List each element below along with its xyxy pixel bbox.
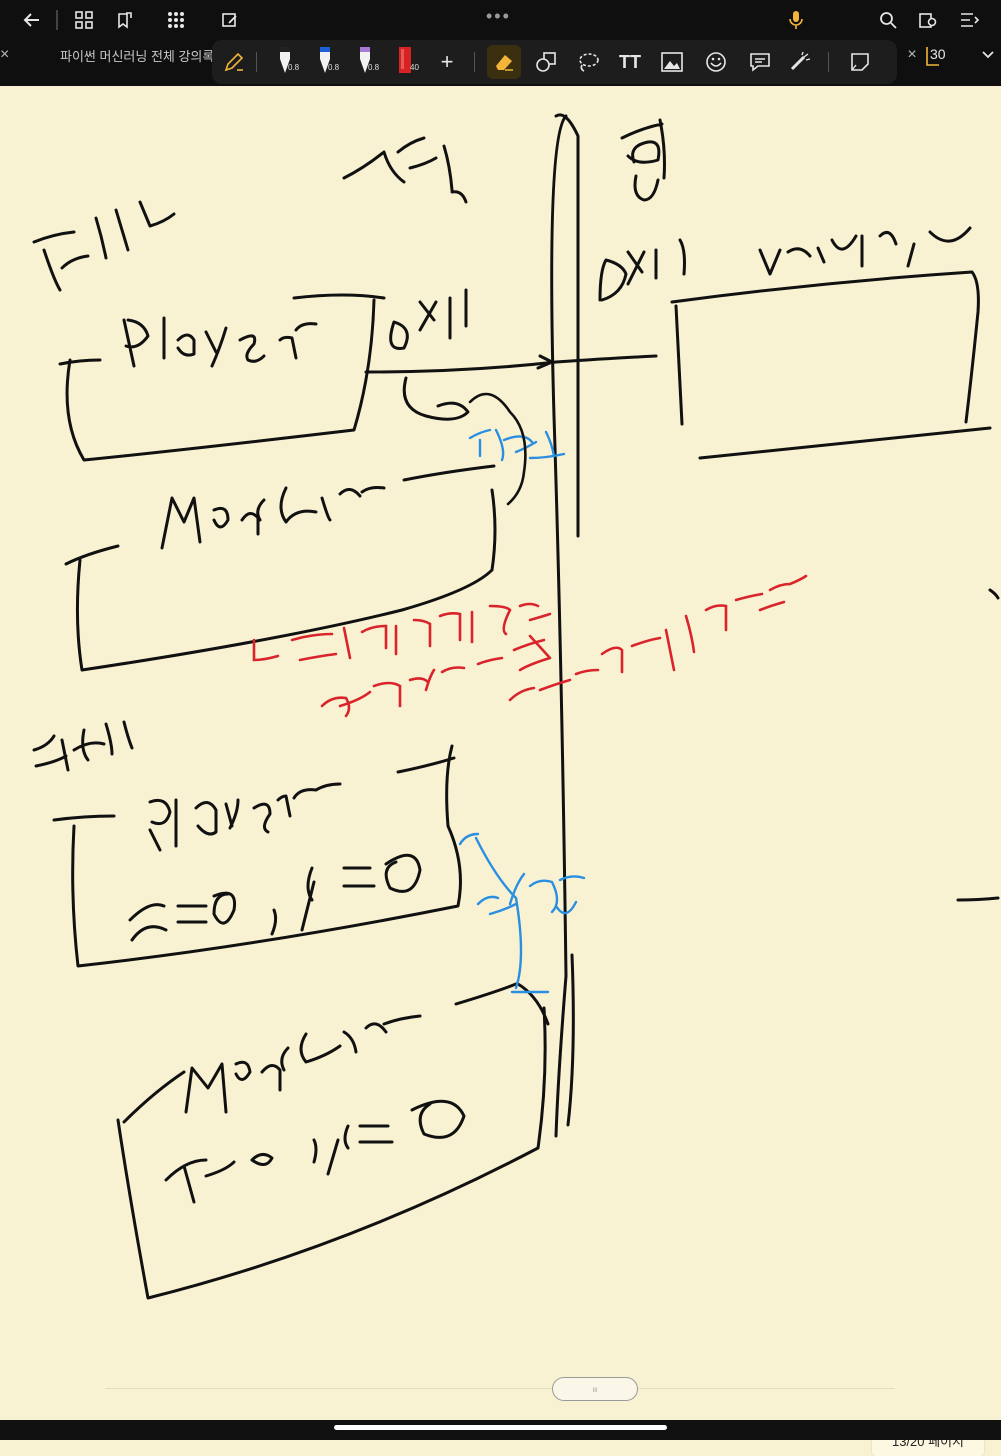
chevron-down-icon[interactable] <box>980 46 996 64</box>
handwriting-drawing <box>32 113 1000 1300</box>
text-heap-address <box>598 226 972 302</box>
text-0x11 <box>389 288 468 350</box>
scroll-track <box>105 1388 895 1389</box>
pen-purple-size: 0.8 <box>368 63 380 72</box>
image-icon[interactable] <box>658 40 686 84</box>
pointer-arrow <box>364 354 658 374</box>
settings-page-icon[interactable] <box>914 6 942 34</box>
color-swatch-icon[interactable] <box>922 46 942 68</box>
microphone-icon[interactable] <box>782 6 810 34</box>
ko-text-heap <box>620 118 666 202</box>
more-dots-icon[interactable]: ••• <box>486 6 511 26</box>
home-indicator[interactable] <box>334 1425 667 1430</box>
text-player-struct <box>148 782 342 852</box>
edit-document-icon[interactable] <box>216 6 244 34</box>
pen-blue-tool[interactable]: 0.8 <box>310 40 340 84</box>
scroll-handle[interactable]: ıı <box>552 1377 638 1401</box>
pen-black-size: 0.8 <box>288 63 300 72</box>
text-x0-y0 <box>128 853 422 942</box>
divider <box>474 52 475 72</box>
menu-list-icon[interactable] <box>956 6 984 34</box>
ko-text-struct <box>32 720 134 772</box>
apps-icon[interactable] <box>162 6 190 34</box>
player-class-box <box>58 293 386 462</box>
pen-black-tool[interactable]: 0.8 <box>270 40 300 84</box>
tab-close-icon[interactable]: × <box>0 46 10 63</box>
sticker-icon[interactable] <box>702 40 730 84</box>
drawing-toolbar: 0.8 0.8 0.8 40 + TT <box>212 40 897 84</box>
pen-mode-icon[interactable] <box>218 40 250 84</box>
ko-text-stack <box>342 136 468 204</box>
text-x0-y0-monster <box>164 1099 466 1204</box>
add-pen-button[interactable]: + <box>440 49 454 74</box>
comment-icon[interactable] <box>746 40 774 84</box>
ko-text-class <box>32 200 176 292</box>
laser-pointer-icon[interactable] <box>786 40 814 84</box>
shapes-icon[interactable] <box>532 40 560 84</box>
note-canvas[interactable]: 13/20 페이지 <box>0 86 1001 1456</box>
pen-purple-tool[interactable]: 0.8 <box>350 40 380 84</box>
tab-title[interactable]: 파이썬 머신러닝 전체 강의록 <box>60 49 215 64</box>
blue-note-different <box>458 832 586 994</box>
monster-class-box <box>64 464 497 672</box>
red-note-line3 <box>508 574 808 702</box>
text-monster <box>160 486 386 550</box>
search-icon[interactable] <box>874 6 902 34</box>
eraser-icon[interactable] <box>486 40 522 84</box>
text-tool-icon[interactable]: TT <box>619 51 641 72</box>
lasso-icon[interactable] <box>574 40 602 84</box>
text-player <box>122 316 318 368</box>
page-note-icon[interactable] <box>844 40 876 84</box>
monster-struct-box <box>116 982 550 1300</box>
pen-blue-size: 0.8 <box>328 63 340 72</box>
divider <box>256 52 257 72</box>
text-monster-struct <box>184 1014 422 1114</box>
divider <box>56 10 58 30</box>
bottom-bar <box>0 1420 1001 1440</box>
highlighter-red-tool[interactable]: 40 <box>390 40 420 84</box>
divider <box>828 52 829 72</box>
bookmark-export-icon[interactable] <box>110 6 138 34</box>
blue-note-same <box>468 428 566 462</box>
heap-box <box>670 270 992 460</box>
player-struct-box <box>52 744 462 968</box>
center-divider-line <box>550 114 568 1138</box>
grid-view-icon[interactable] <box>70 6 98 34</box>
red-note-line1 <box>252 602 552 662</box>
back-arrow-icon[interactable] <box>18 6 46 34</box>
highlighter-red-size: 40 <box>410 63 419 72</box>
pen-size-value[interactable]: 30 <box>930 46 946 62</box>
red-note-line2 <box>320 634 552 718</box>
toolbar-close-icon[interactable]: × <box>907 46 917 63</box>
top-bar: ••• × 파이썬 머신러닝 전체 강의록 0.8 0.8 0.8 <box>0 0 1001 86</box>
